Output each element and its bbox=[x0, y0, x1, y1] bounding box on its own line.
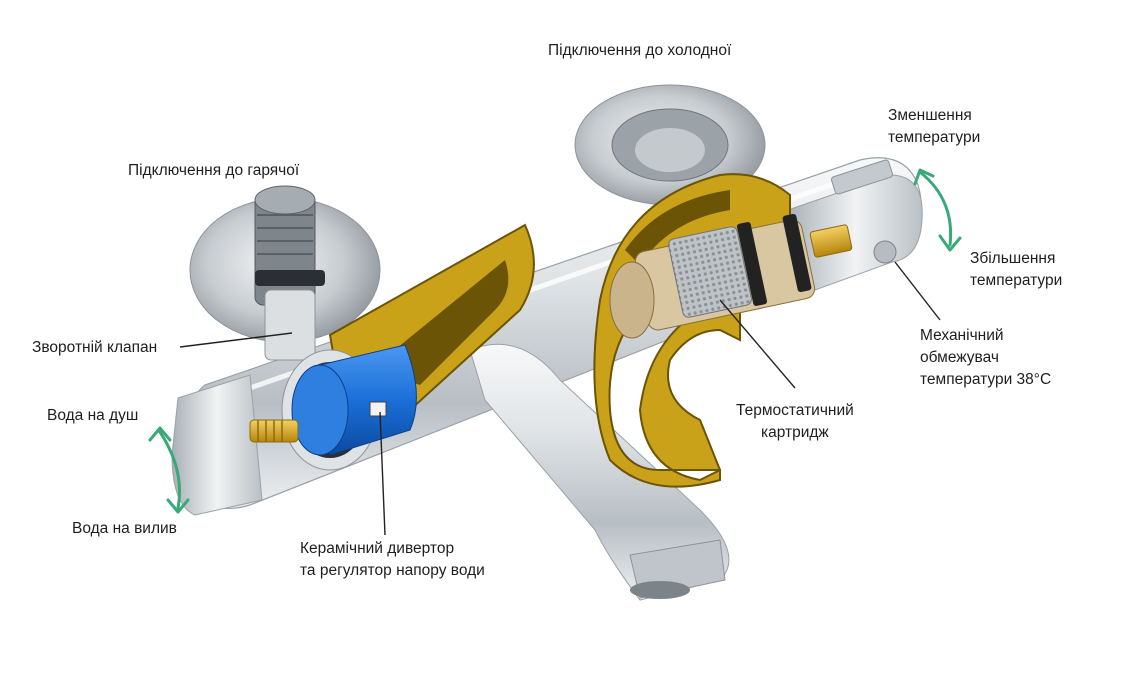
hot-connection-flange bbox=[189, 185, 381, 361]
label-water-to-shower: Вода на душ bbox=[47, 407, 139, 424]
ceramic-diverter bbox=[249, 344, 417, 471]
label-cold-connection: Підключення до холодної bbox=[548, 42, 732, 59]
label-water-to-spout: Вода на вилив bbox=[72, 520, 177, 537]
double-arrow-icon bbox=[148, 426, 190, 514]
thermostatic-cartridge bbox=[609, 213, 853, 339]
label-hot-connection: Підключення до гарячої bbox=[128, 162, 300, 179]
spout bbox=[469, 343, 730, 601]
double-arrow-icon bbox=[913, 168, 962, 252]
label-check-valve: Зворотній клапан bbox=[32, 339, 158, 356]
leader-lines bbox=[179, 261, 941, 536]
